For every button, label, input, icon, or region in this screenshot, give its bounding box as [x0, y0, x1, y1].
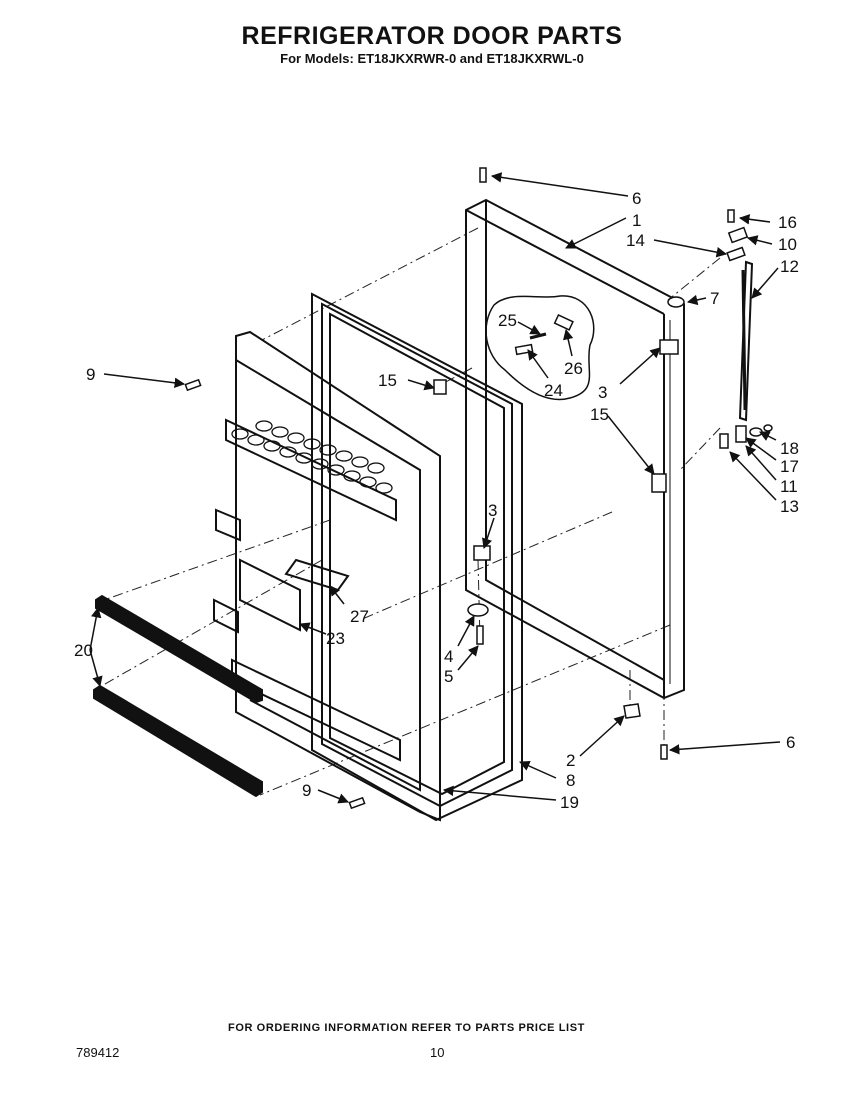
- callout-24: 24: [544, 381, 563, 400]
- callout-1: 1: [632, 211, 641, 230]
- callout-17: 17: [780, 457, 799, 476]
- callout-11: 11: [780, 477, 798, 496]
- egg-tray-cups: [231, 420, 393, 494]
- callout-8: 8: [566, 771, 575, 790]
- callout-3-right: 3: [598, 383, 607, 402]
- leader-lines: [89, 172, 781, 804]
- callout-25: 25: [498, 311, 517, 330]
- callout-23: 23: [326, 629, 345, 648]
- hinge-rod: [738, 260, 754, 422]
- callout-6-top: 6: [632, 189, 641, 208]
- callout-27: 27: [350, 607, 369, 626]
- callout-16: 16: [778, 213, 797, 232]
- outer-door-panel: [465, 198, 685, 700]
- page-title: REFRIGERATOR DOOR PARTS: [241, 22, 623, 50]
- callout-labels: 6 1 16 14 10 12 7 25 26 9 15 24 3 15 18 …: [74, 189, 799, 812]
- callout-4: 4: [444, 647, 453, 666]
- callout-3-center: 3: [488, 501, 497, 520]
- callout-6-bottom: 6: [786, 733, 795, 752]
- callout-9-upper: 9: [86, 365, 95, 384]
- hardware-pieces: [184, 167, 773, 810]
- ordering-info-note: FOR ORDERING INFORMATION REFER TO PARTS …: [228, 1022, 585, 1034]
- callout-10: 10: [778, 235, 797, 254]
- callout-15-right: 15: [590, 405, 609, 424]
- page-number: 10: [430, 1045, 445, 1060]
- detail-inset: [485, 295, 595, 401]
- door-gasket-frame: [311, 292, 523, 822]
- document-id: 789412: [76, 1045, 120, 1060]
- callout-15-left: 15: [378, 371, 397, 390]
- models-subtitle: For Models: ET18JKXRWR-0 and ET18JKXRWL-…: [280, 51, 584, 66]
- callout-20: 20: [74, 641, 93, 660]
- callout-18: 18: [780, 439, 799, 458]
- callout-13: 13: [780, 497, 799, 516]
- callout-26: 26: [564, 359, 583, 378]
- callout-2: 2: [566, 751, 575, 770]
- callout-7: 7: [710, 289, 719, 308]
- callout-5: 5: [444, 667, 453, 686]
- callout-19: 19: [560, 793, 579, 812]
- callout-14: 14: [626, 231, 645, 250]
- callout-12: 12: [780, 257, 799, 276]
- callout-9-lower: 9: [302, 781, 311, 800]
